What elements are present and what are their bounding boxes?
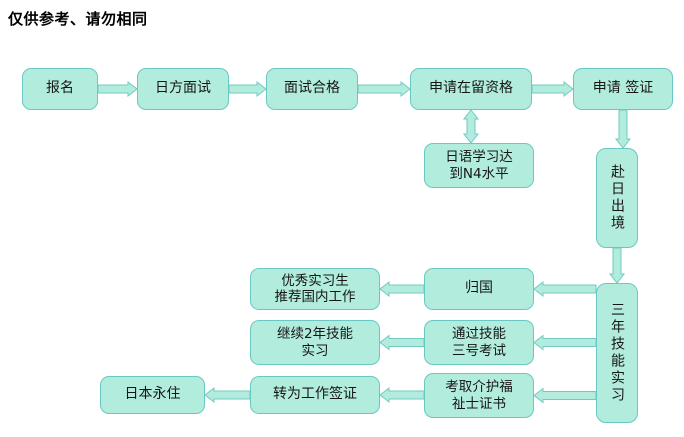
flow-node: 日语学习达 到N4水平 bbox=[424, 143, 534, 188]
arrow-left bbox=[379, 334, 425, 351]
arrow-left bbox=[533, 280, 597, 298]
page-title: 仅供参考、请勿相同 bbox=[8, 10, 148, 28]
flow-node: 报名 bbox=[22, 68, 98, 110]
flow-node: 申请在留资格 bbox=[410, 68, 532, 110]
flow-node: 三年技能实习 bbox=[596, 283, 638, 423]
flow-node: 申请 签证 bbox=[573, 68, 673, 110]
arrow-left bbox=[533, 387, 597, 404]
arrow-down bbox=[614, 109, 632, 149]
flow-node: 面试合格 bbox=[266, 68, 358, 110]
flow-node: 转为工作签证 bbox=[250, 376, 380, 414]
arrow-down bbox=[608, 247, 626, 284]
arrow-left bbox=[204, 386, 251, 404]
flow-node: 赴日出境 bbox=[596, 148, 638, 248]
flow-node: 优秀实习生 推荐国内工作 bbox=[250, 268, 380, 310]
flow-node: 日方面试 bbox=[137, 68, 229, 110]
arrow-left bbox=[379, 386, 425, 404]
arrow-right bbox=[531, 80, 574, 98]
arrow-right bbox=[357, 80, 411, 98]
flow-node: 日本永住 bbox=[100, 376, 205, 414]
arrow-left bbox=[533, 334, 597, 351]
flow-node: 继续2年技能 实习 bbox=[250, 320, 380, 365]
arrow-left bbox=[379, 280, 425, 298]
arrow-right bbox=[97, 80, 138, 98]
flow-node: 通过技能 三号考试 bbox=[424, 320, 534, 365]
arrow-right bbox=[228, 80, 267, 98]
flow-node: 考取介护福 祉士证书 bbox=[424, 373, 534, 418]
arrow-double-vertical bbox=[462, 109, 480, 144]
flow-node: 归国 bbox=[424, 268, 534, 310]
